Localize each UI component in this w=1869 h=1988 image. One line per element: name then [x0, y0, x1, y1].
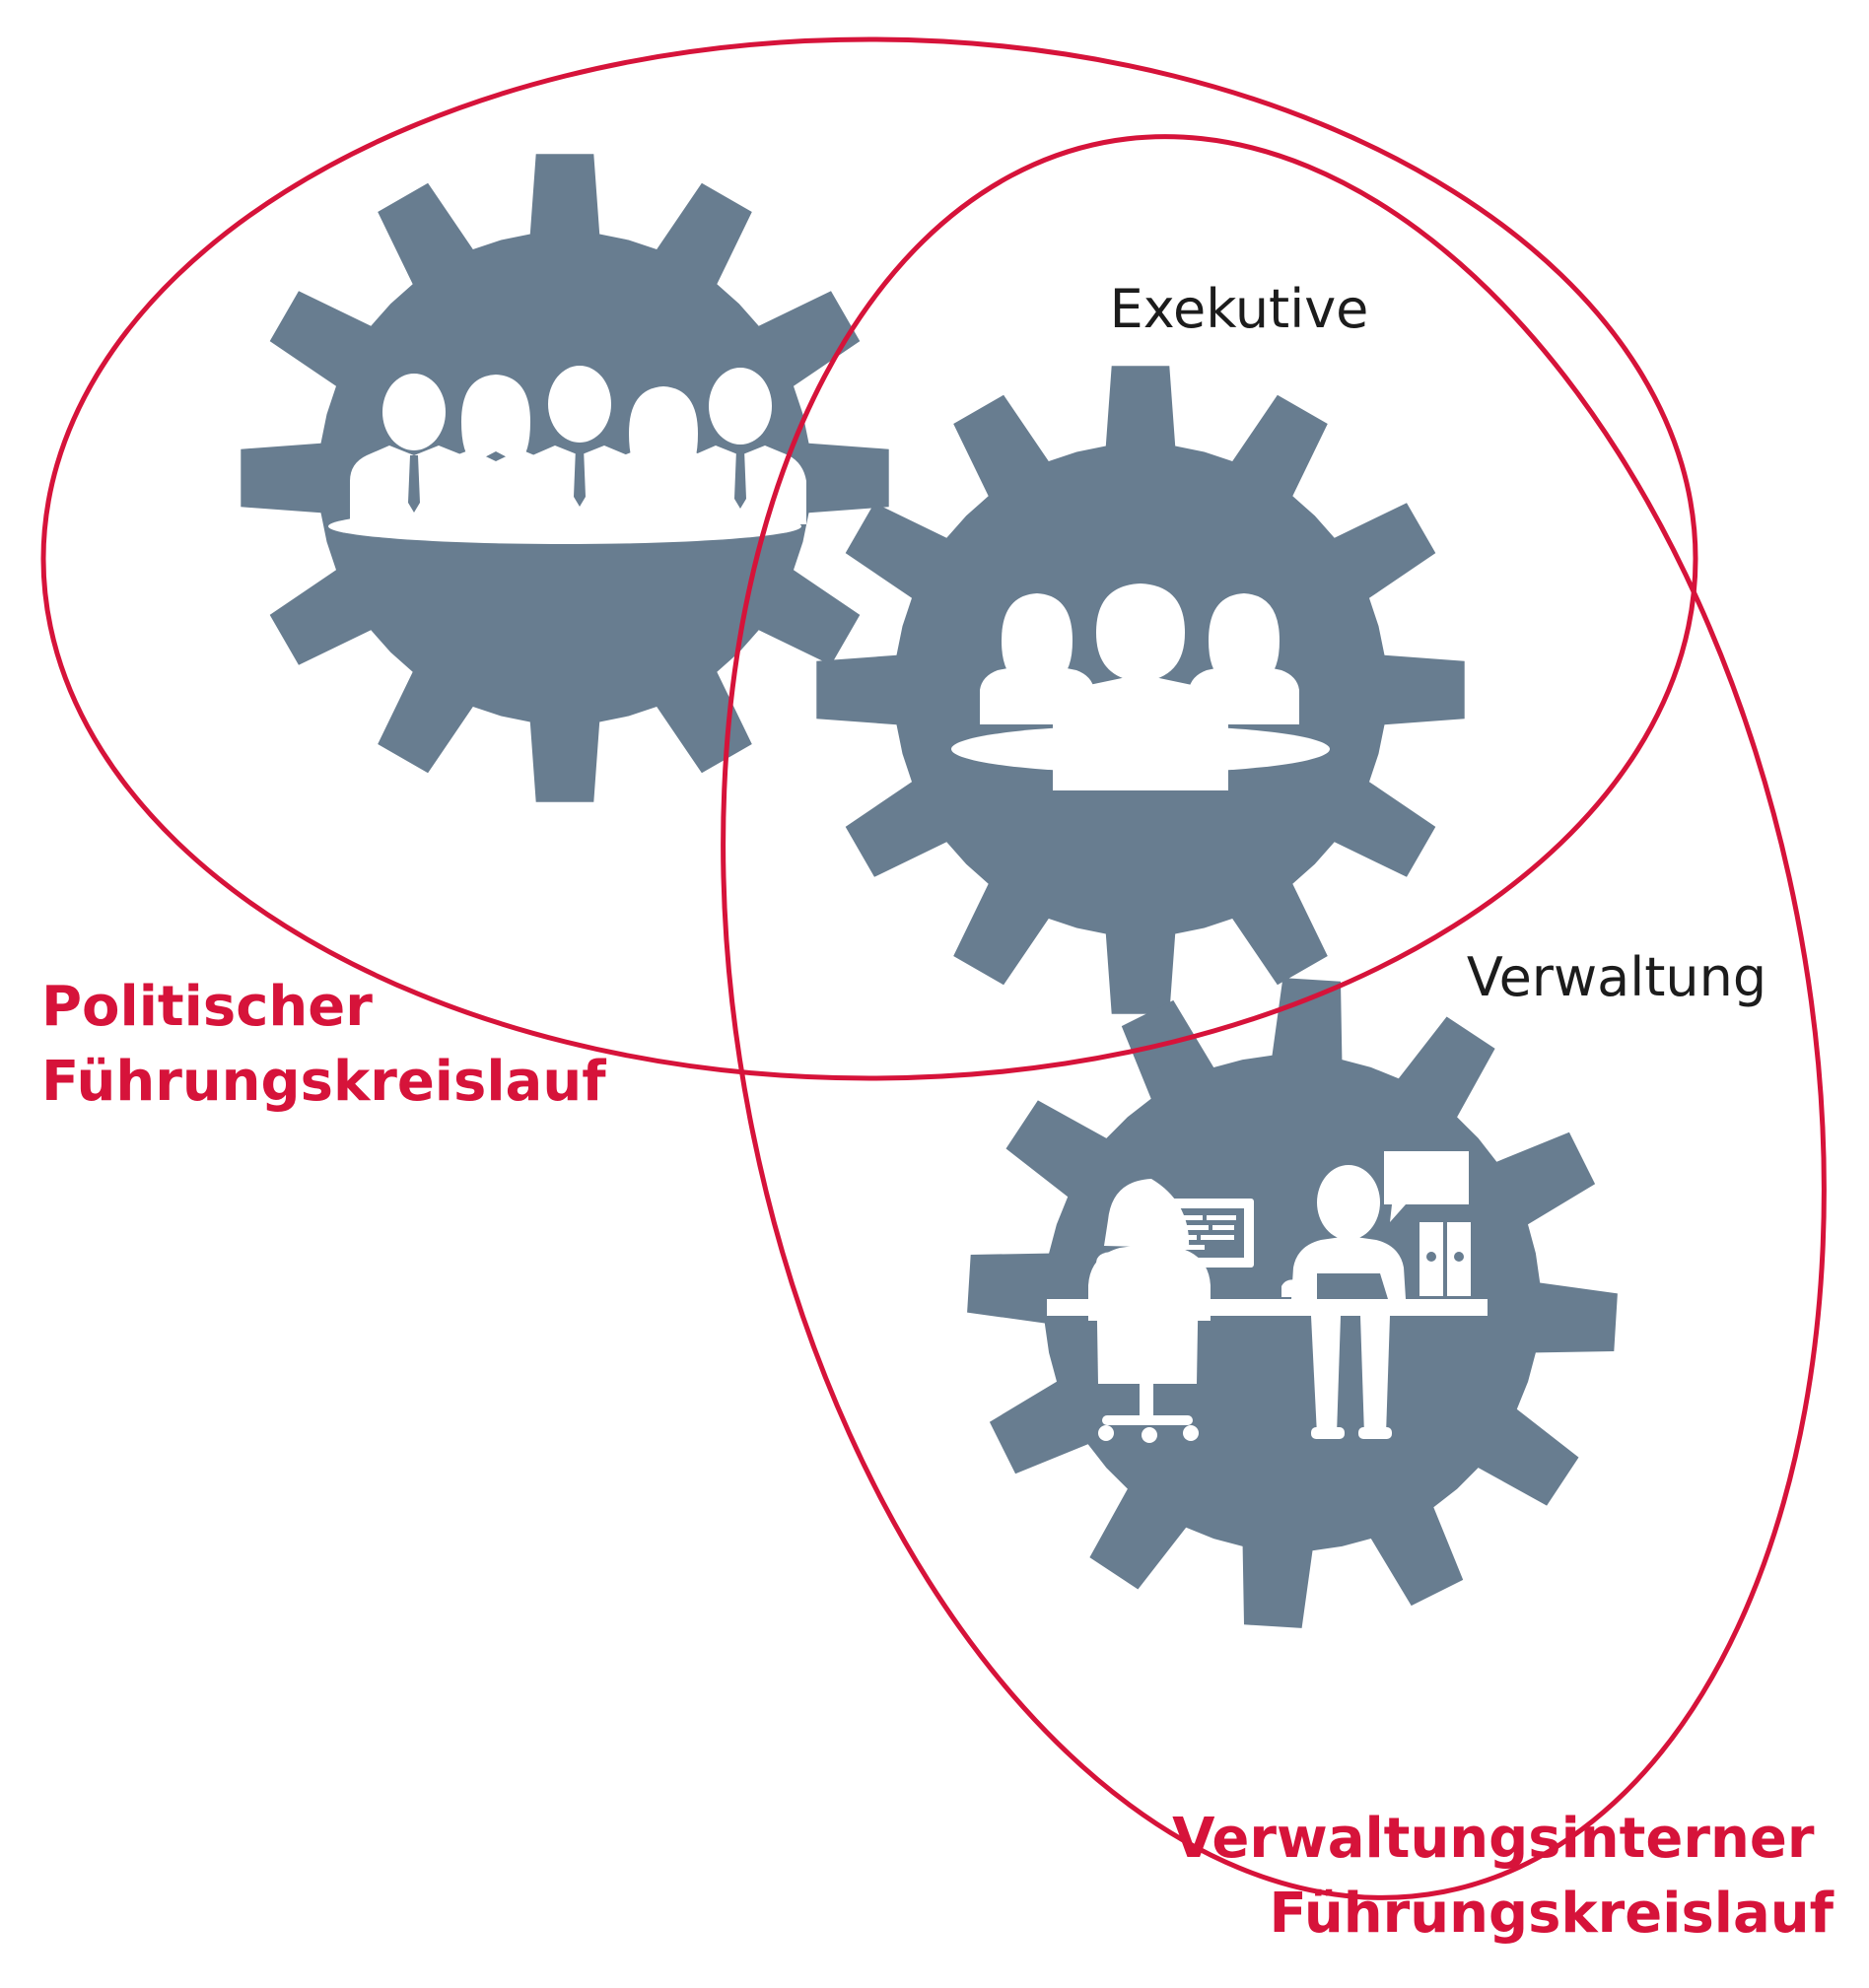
internal-cycle-label-line-1: Verwaltungsinterner — [1172, 1807, 1815, 1871]
political-cycle-label-line-2: Führungskreislauf — [41, 1050, 606, 1114]
political-cycle-label-line-1: Politischer — [41, 975, 373, 1039]
internal-cycle-label: Verwaltungsinterner Führungskreislauf — [1172, 1807, 1834, 1946]
administration-gear — [967, 978, 1618, 1628]
political-cycle-label: Politischer Führungskreislauf — [41, 975, 606, 1114]
verwaltung-label: Verwaltung — [1467, 946, 1766, 1008]
internal-cycle-label-line-2: Führungskreislauf — [1269, 1882, 1834, 1946]
exekutive-label: Exekutive — [1110, 278, 1369, 340]
internal-cycle-outline — [721, 134, 1827, 1900]
political-cycle-outline — [40, 36, 1698, 1081]
parliament-group-icon — [328, 366, 806, 544]
parliament-gear — [241, 154, 889, 802]
executive-gear — [816, 366, 1465, 1014]
executive-meeting-icon — [951, 583, 1330, 790]
office-workers-icon — [1047, 1151, 1488, 1443]
